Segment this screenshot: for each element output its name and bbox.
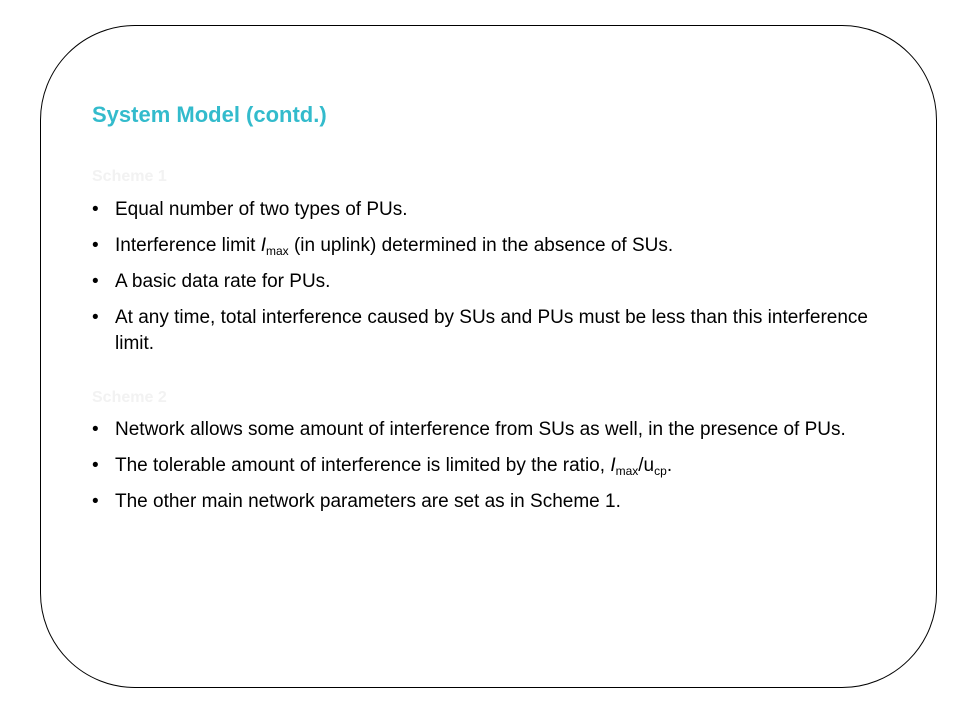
- list-item: • Interference limit Imax (in uplink) de…: [92, 233, 892, 259]
- list-item: • Network allows some amount of interfer…: [92, 417, 892, 443]
- bullet-text: A basic data rate for PUs.: [115, 271, 331, 292]
- bullet-text: The other main network parameters are se…: [115, 491, 621, 512]
- bullet-text: At any time, total interference caused b…: [115, 307, 868, 354]
- list-item: • At any time, total interference caused…: [92, 305, 892, 357]
- list-item: • A basic data rate for PUs.: [92, 269, 892, 295]
- list-item: • The other main network parameters are …: [92, 489, 892, 515]
- scheme-1-heading: Scheme 1: [92, 168, 167, 185]
- bullet-icon: •: [92, 491, 99, 512]
- slide-frame: [40, 25, 937, 688]
- scheme-2-bullet-list: • Network allows some amount of interfer…: [92, 417, 892, 525]
- bullet-text: Equal number of two types of PUs.: [115, 199, 408, 220]
- bullet-text: Network allows some amount of interferen…: [115, 419, 846, 440]
- bullet-icon: •: [92, 235, 99, 256]
- slide-title: System Model (contd.): [92, 102, 327, 127]
- bullet-icon: •: [92, 307, 99, 328]
- scheme-1-bullet-list: • Equal number of two types of PUs. • In…: [92, 197, 892, 367]
- bullet-text: Interference limit Imax (in uplink) dete…: [115, 235, 674, 258]
- bullet-icon: •: [92, 199, 99, 220]
- scheme-2-heading: Scheme 2: [92, 389, 167, 406]
- bullet-icon: •: [92, 455, 99, 476]
- list-item: • The tolerable amount of interference i…: [92, 453, 892, 479]
- bullet-text: The tolerable amount of interference is …: [115, 455, 673, 478]
- bullet-icon: •: [92, 419, 99, 440]
- bullet-icon: •: [92, 271, 99, 292]
- list-item: • Equal number of two types of PUs.: [92, 197, 892, 223]
